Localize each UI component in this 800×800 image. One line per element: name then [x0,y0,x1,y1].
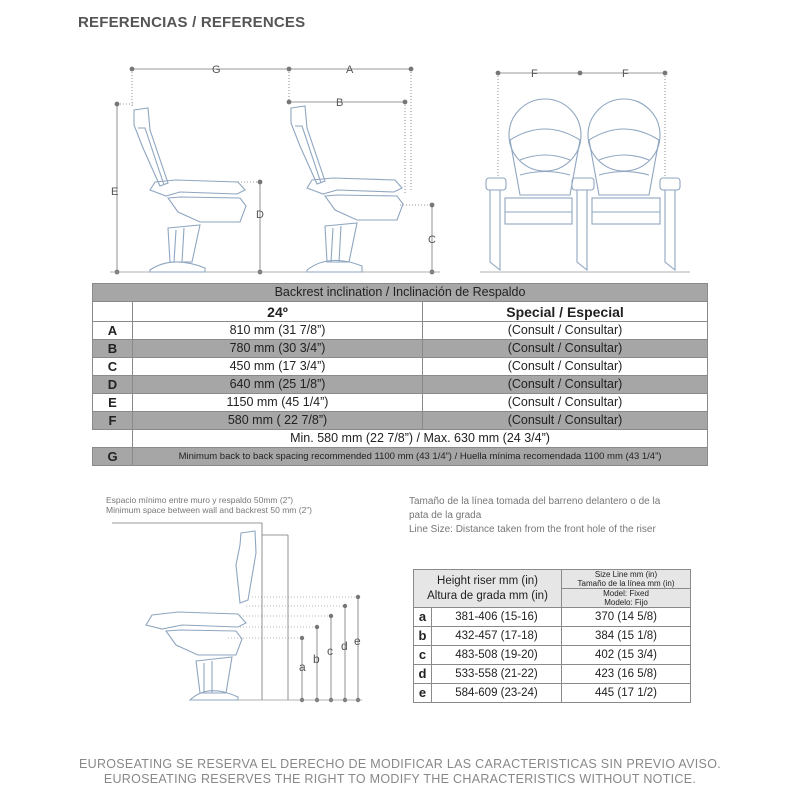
riser-row-key: c [413,645,432,665]
wall-note-es: Espacio mínimo entre muro y respaldo 50m… [106,495,294,505]
table-row: G Minimum back to back spacing recommend… [92,447,709,466]
side-view-seat-1 [133,107,247,273]
table-row: e 584-609 (23-24) 445 (17 1/2) [413,683,692,703]
model-header: Model: Fixed Modelo: Fijo [561,588,692,608]
size-header-en: Size Line mm (in) [594,570,658,579]
row-key: E [92,393,133,412]
riser-label-e: e [354,634,361,648]
dim-f2-label: F [622,68,629,80]
riser-row-key: b [413,626,432,646]
table-title: Backrest inclination / Inclinación de Re… [91,283,709,302]
row-value-24: 580 mm ( 22 7/8”) [132,411,423,430]
riser-row-height: 533-558 (21-22) [430,664,563,684]
row-value-24: 810 mm (31 7/8”) [132,321,423,340]
dim-e-label: E [111,186,118,198]
row-value-24: 780 mm (30 3/4”) [132,339,423,358]
table-row: Min. 580 mm (22 7/8”) / Max. 630 mm (24 … [93,429,709,448]
row-value-24: 1150 mm (45 1/4”) [132,393,423,412]
footer-es: EUROSEATING SE RESERVA EL DERECHO DE MOD… [78,757,721,771]
riser-row-key: a [413,607,432,627]
row-key: G [92,447,133,466]
reference-table: Backrest inclination / Inclinación de Re… [91,283,709,466]
side-view-seat-2 [290,105,404,273]
line-size-note: Tamaño de la línea tomada del barreno de… [409,495,709,537]
table-row: b 432-457 (17-18) 384 (15 1/8) [413,626,692,646]
riser-table: Height riser mm (in) Altura de grada mm … [412,569,692,703]
height-header-es: Altura de grada mm (in) [427,589,548,602]
riser-label-d: d [341,639,348,653]
size-line-header: Size Line mm (in) Tamaño de la línea mm … [561,569,692,589]
riser-seat [145,530,257,701]
table-row: c 483-508 (19-20) 402 (15 3/4) [413,645,692,665]
row-value-24: 450 mm (17 3/4”) [132,357,423,376]
row-key: C [92,357,133,376]
riser-row-size: 402 (15 3/4) [561,645,692,665]
table-row: F 580 mm ( 22 7/8”) (Consult / Consultar… [92,411,709,430]
row-key: D [92,375,133,394]
dim-b-label: B [336,97,343,109]
riser-header-height: Height riser mm (in) Altura de grada mm … [412,569,563,608]
footer-en: EUROSEATING RESERVES THE RIGHT TO MODIFY… [103,772,697,786]
riser-row-key: e [413,683,432,703]
riser-row-height: 381-406 (15-16) [430,607,563,627]
riser-label-a: a [299,660,306,674]
column-header-special: Special / Especial [421,301,709,322]
row-value-special: (Consult / Consultar) [421,393,709,412]
line-note-en: Line Size: Distance taken from the front… [409,524,656,535]
table-row: D 640 mm (25 1/8”) (Consult / Consultar) [92,375,709,394]
front-view-seats [485,98,681,272]
row-value-special: (Consult / Consultar) [421,339,709,358]
table-row: d 533-558 (21-22) 423 (16 5/8) [413,664,692,684]
row-value-special: (Consult / Consultar) [421,411,709,430]
riser-label-b: b [313,652,320,666]
line-note-es-2: pata de la grada [409,510,482,521]
line-note-es: Tamaño de la línea tomada del barreno de… [409,496,661,507]
row-value-special: (Consult / Consultar) [421,357,709,376]
row-value-special: (Consult / Consultar) [421,321,709,340]
f-min-max: Min. 580 mm (22 7/8”) / Max. 630 mm (24 … [131,429,709,448]
table-row: a 381-406 (15-16) 370 (14 5/8) [413,607,692,627]
riser-row-height: 483-508 (19-20) [430,645,563,665]
riser-row-size: 370 (14 5/8) [561,607,692,627]
seat-dimension-drawing: G A B F F E D C [110,64,690,275]
table-row: B 780 mm (30 3/4”) (Consult / Consultar) [92,339,709,358]
riser-row-size: 423 (16 5/8) [561,664,692,684]
page-title: REFERENCIAS / REFERENCES [78,14,306,31]
table-row: A 810 mm (31 7/8”) (Consult / Consultar) [92,321,709,340]
dim-f1-label: F [531,68,538,80]
row-value-special: (Consult / Consultar) [421,375,709,394]
wall-note-en: Minimum space between wall and backrest … [106,505,312,515]
g-spacing-text: Minimum back to back spacing recommended… [131,447,709,466]
riser-row-size: 445 (17 1/2) [561,683,692,703]
wall-note: Espacio mínimo entre muro y respaldo 50m… [106,495,312,515]
row-key: A [92,321,133,340]
dim-g-label: G [212,64,221,76]
riser-row-height: 432-457 (17-18) [430,626,563,646]
riser-row-height: 584-609 (23-24) [430,683,563,703]
model-header-en: Model: Fixed [603,589,649,598]
riser-drawing: a b c d e [112,522,362,703]
dim-a-label: A [346,64,354,76]
riser-row-size: 384 (15 1/8) [561,626,692,646]
table-row: E 1150 mm (45 1/4”) (Consult / Consultar… [92,393,709,412]
height-header-en: Height riser mm (in) [437,574,538,587]
column-header-24: 24º [132,301,423,322]
dim-d-label: D [256,209,264,221]
dim-c-label: C [428,234,436,246]
row-key: F [92,411,133,430]
riser-label-c: c [327,644,333,658]
row-key: B [92,339,133,358]
riser-row-key: d [413,664,432,684]
model-header-es: Modelo: Fijo [604,598,648,607]
row-value-24: 640 mm (25 1/8”) [132,375,423,394]
size-header-es: Tamaño de la línea mm (in) [577,579,675,588]
table-row: C 450 mm (17 3/4”) (Consult / Consultar) [92,357,709,376]
